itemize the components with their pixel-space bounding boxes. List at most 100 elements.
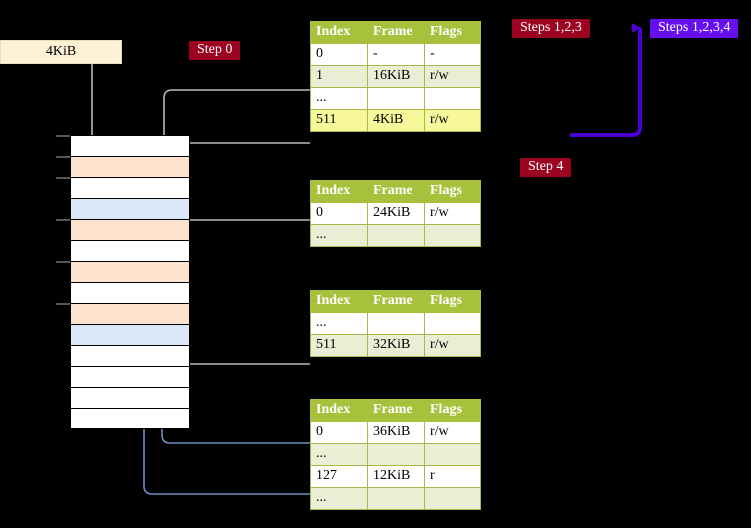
table-cell: ... (310, 312, 368, 335)
table-cell (424, 312, 481, 335)
table-row: ... (310, 443, 481, 466)
table-row: ... (310, 87, 481, 110)
table-cell: ... (310, 87, 368, 110)
table-cell: - (424, 43, 481, 66)
memory-frame-row (70, 303, 190, 324)
memory-boundary-tick (56, 303, 70, 305)
memory-size-banner: 4KiB (0, 40, 122, 64)
table-cell (424, 224, 481, 247)
memory-frame-row (70, 366, 190, 387)
wire-table3-511-to-memory (175, 278, 310, 365)
column-header-index: Index (310, 21, 368, 44)
memory-boundary-tick (56, 219, 70, 221)
table-cell (367, 487, 425, 510)
column-header-index: Index (310, 399, 368, 422)
column-header-flags: Flags (424, 399, 481, 422)
table-cell: 511 (310, 109, 368, 132)
table-cell: 12KiB (367, 465, 425, 488)
memory-frame-row (70, 345, 190, 366)
badge-steps-123: Steps 1,2,3 (512, 19, 590, 38)
table-cell: r (424, 465, 481, 488)
memory-frame-row (70, 135, 190, 156)
table-cell: ... (310, 224, 368, 247)
table-cell: 24KiB (367, 202, 425, 225)
table-cell: 0 (310, 202, 368, 225)
memory-boundary-tick (56, 135, 70, 137)
table-cell (367, 224, 425, 247)
badge-step-4-label: Step 4 (528, 159, 564, 174)
table-cell: ... (310, 443, 368, 466)
table-cell: 32KiB (367, 334, 425, 357)
table-cell: r/w (424, 334, 481, 357)
table-row: 0-- (310, 43, 481, 66)
memory-frame-row (70, 261, 190, 282)
table-cell (424, 443, 481, 466)
badge-steps-1234: Steps 1,2,3,4 (650, 19, 739, 38)
memory-frame-row (70, 219, 190, 240)
badge-steps-1234-label: Steps 1,2,3,4 (658, 20, 731, 35)
wire-steps-1234-bracket (570, 23, 642, 137)
table-cell: 4KiB (367, 109, 425, 132)
column-header-flags: Flags (424, 21, 481, 44)
table-cell: 0 (310, 43, 368, 66)
table-cell: 0 (310, 421, 368, 444)
table-cell (424, 487, 481, 510)
memory-frame-row (70, 198, 190, 219)
table-cell: r/w (424, 109, 481, 132)
column-header-index: Index (310, 290, 368, 313)
table-cell (367, 312, 425, 335)
memory-boundary-tick (56, 156, 70, 158)
table-row: ... (310, 487, 481, 510)
memory-size-label: 4KiB (45, 44, 77, 59)
memory-frame-row (70, 156, 190, 177)
table-cell: 1 (310, 65, 368, 88)
memory-frame-row (70, 408, 190, 429)
table-cell: 127 (310, 465, 368, 488)
table-cell: - (367, 43, 425, 66)
memory-boundary-tick (56, 261, 70, 263)
table-cell (424, 87, 481, 110)
table-cell: r/w (424, 421, 481, 444)
table-cell: r/w (424, 202, 481, 225)
memory-frame-row (70, 387, 190, 408)
table-cell: 36KiB (367, 421, 425, 444)
table-cell: r/w (424, 65, 481, 88)
memory-frame-row (70, 324, 190, 345)
column-header-flags: Flags (424, 290, 481, 313)
badge-step-0-label: Step 0 (197, 42, 233, 57)
badge-steps-123-label: Steps 1,2,3 (520, 20, 582, 35)
memory-frame-row (70, 177, 190, 198)
column-header-frame: Frame (367, 21, 425, 44)
memory-frame-row (70, 282, 190, 303)
memory-frame-row (70, 240, 190, 261)
column-header-frame: Frame (367, 399, 425, 422)
badge-step-4: Step 4 (520, 158, 572, 177)
table-row: ... (310, 224, 481, 247)
table-cell (367, 443, 425, 466)
wire-table2-row0-to-memory (180, 219, 310, 267)
column-header-flags: Flags (424, 180, 481, 203)
table-cell: 16KiB (367, 65, 425, 88)
table-cell: ... (310, 487, 368, 510)
column-header-frame: Frame (367, 180, 425, 203)
table-row: ... (310, 312, 481, 335)
table-cell: 511 (310, 334, 368, 357)
column-header-index: Index (310, 180, 368, 203)
memory-boundary-tick (56, 177, 70, 179)
badge-step-0: Step 0 (189, 41, 241, 60)
